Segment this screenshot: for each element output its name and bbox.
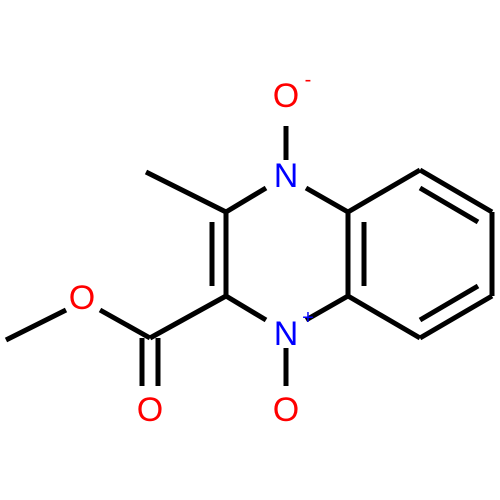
- bond-c5-c6-inner: [418, 185, 480, 225]
- charge-o-top: -: [305, 69, 312, 91]
- bond-c8-c4a: [346, 293, 422, 341]
- atom-n-top: N: [274, 157, 299, 195]
- bond-c7-c8-inner: [418, 283, 480, 323]
- bond-methyl: [144, 169, 228, 215]
- bond-oester-methyl: [4, 307, 68, 343]
- bond-c8a-c5: [346, 167, 422, 215]
- bond-c5-c6: [418, 167, 494, 215]
- atom-o-carbonyl: O: [137, 391, 163, 429]
- bond-n1-c2: [224, 185, 268, 215]
- bond-c3-n4: [224, 293, 268, 323]
- atom-n-bottom: N: [274, 315, 299, 353]
- atom-o-ester: O: [69, 279, 95, 317]
- bond-c7-c8: [418, 293, 494, 341]
- bond-carbonyl-oester: [98, 307, 152, 341]
- atom-o-bottom: O: [273, 391, 299, 429]
- atom-o-top: O: [273, 77, 299, 115]
- bond-c8a-n1: [304, 185, 350, 215]
- charge-n-bottom: +: [302, 307, 314, 329]
- bond-c3-carbonyl: [148, 293, 228, 341]
- bond-n4-c4a: [304, 293, 350, 323]
